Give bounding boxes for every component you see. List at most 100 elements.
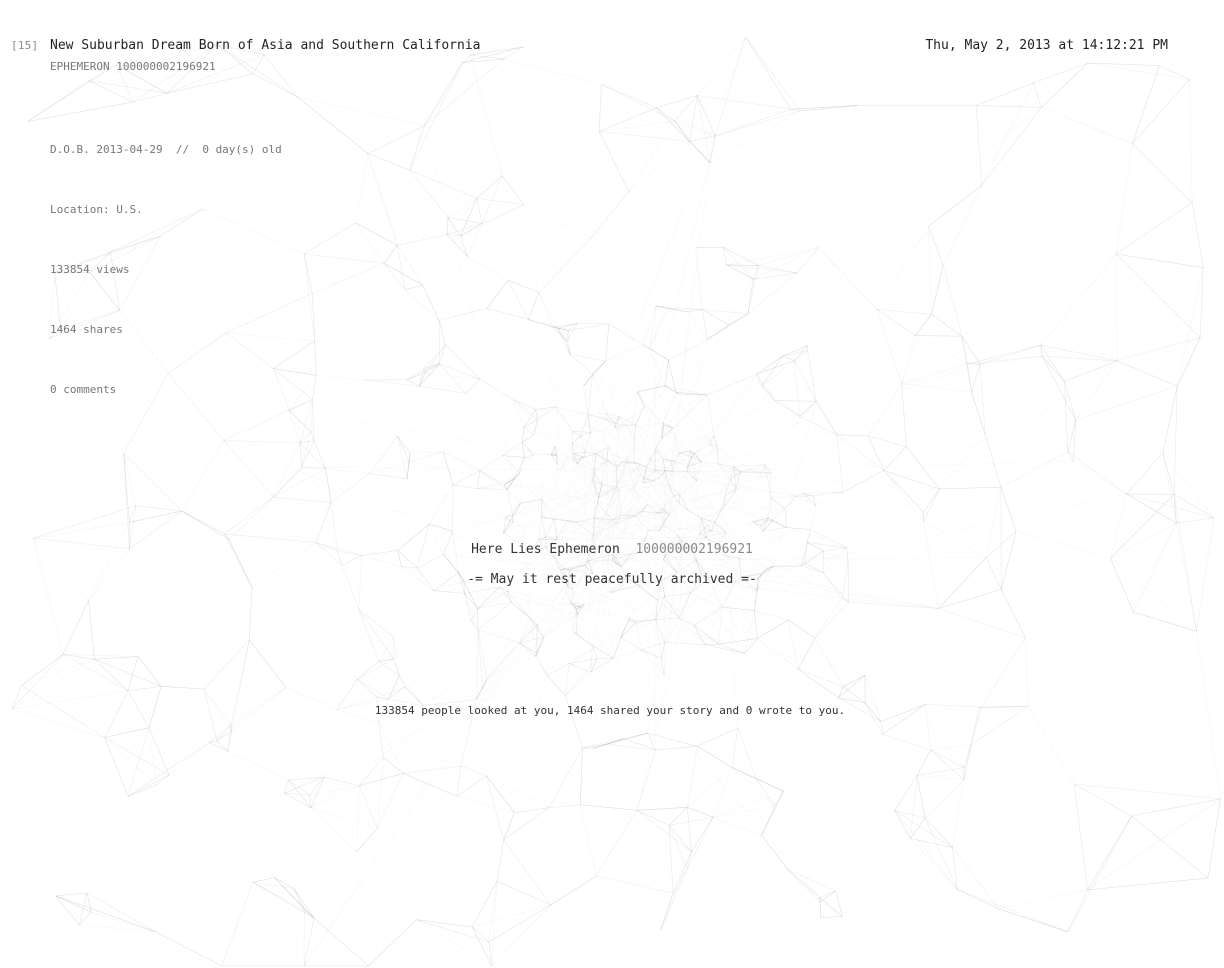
network-edge bbox=[416, 919, 489, 943]
network-edge bbox=[423, 699, 477, 706]
network-edge bbox=[967, 363, 972, 393]
epitaph-id: 100000002196921 bbox=[635, 542, 753, 557]
network-edge bbox=[806, 529, 811, 543]
network-edge bbox=[553, 466, 735, 557]
network-edge bbox=[655, 619, 665, 643]
network-edge bbox=[127, 427, 674, 797]
network-edge bbox=[923, 488, 940, 523]
network-edge bbox=[94, 656, 138, 660]
network-edge bbox=[1041, 107, 1133, 144]
network-edge bbox=[799, 401, 817, 417]
network-edge bbox=[687, 807, 692, 852]
epitaph-summary: 133854 people looked at you, 1464 shared… bbox=[374, 704, 846, 717]
network-edge bbox=[263, 54, 298, 98]
network-edge bbox=[273, 340, 315, 369]
network-edge bbox=[708, 565, 774, 579]
network-edge bbox=[691, 453, 695, 458]
network-edge bbox=[227, 724, 232, 752]
network-edge bbox=[663, 555, 666, 560]
network-edge bbox=[504, 478, 515, 485]
network-edge bbox=[453, 484, 478, 489]
network-edge bbox=[181, 510, 225, 535]
network-edge bbox=[730, 471, 741, 480]
network-edge bbox=[689, 95, 698, 142]
network-edge bbox=[514, 472, 521, 479]
network-edge bbox=[443, 531, 453, 555]
network-edge bbox=[642, 344, 650, 349]
network-edge bbox=[694, 444, 710, 454]
network-edge bbox=[679, 452, 692, 458]
network-edge bbox=[731, 767, 775, 807]
network-edge bbox=[668, 825, 674, 893]
network-edge bbox=[637, 391, 645, 407]
network-edge bbox=[611, 519, 617, 524]
network-edge bbox=[819, 890, 836, 898]
network-edge bbox=[471, 926, 493, 967]
network-edge bbox=[916, 749, 931, 776]
network-edge bbox=[221, 882, 254, 967]
network-edge bbox=[471, 926, 493, 967]
network-edge bbox=[166, 73, 254, 94]
network-edge bbox=[691, 817, 714, 852]
network-edge bbox=[689, 450, 702, 463]
network-edge bbox=[807, 542, 847, 549]
network-edge bbox=[1189, 79, 1193, 203]
network-edge bbox=[512, 503, 521, 515]
network-edge bbox=[129, 505, 137, 523]
network-edge bbox=[592, 645, 598, 659]
network-edge bbox=[798, 637, 815, 670]
network-edge bbox=[464, 593, 478, 609]
network-edge bbox=[606, 732, 648, 745]
network-edge bbox=[506, 478, 515, 490]
network-edge bbox=[880, 704, 926, 722]
network-edge bbox=[938, 589, 1002, 609]
network-edge bbox=[580, 432, 591, 437]
network-edge bbox=[452, 337, 1201, 532]
network-edge bbox=[460, 204, 525, 237]
network-edge bbox=[551, 454, 558, 465]
network-edge bbox=[915, 314, 932, 336]
network-edge bbox=[598, 107, 657, 132]
network-edge bbox=[252, 881, 294, 889]
network-edge bbox=[601, 484, 617, 488]
network-edge bbox=[127, 690, 150, 728]
network-edge bbox=[649, 348, 666, 386]
network-edge bbox=[678, 502, 688, 511]
network-edge bbox=[806, 542, 824, 552]
network-edge bbox=[794, 345, 808, 361]
network-edge bbox=[656, 508, 663, 514]
network-edge bbox=[836, 434, 844, 493]
network-edge bbox=[701, 309, 729, 326]
network-edge bbox=[687, 461, 702, 468]
network-edge bbox=[664, 470, 673, 472]
network-edge bbox=[559, 569, 569, 588]
network-edge bbox=[616, 552, 639, 565]
network-edge bbox=[687, 456, 692, 467]
network-edge bbox=[503, 522, 513, 534]
network-edge bbox=[709, 135, 716, 163]
network-edge bbox=[203, 208, 305, 255]
network-edge bbox=[626, 424, 636, 426]
network-edge bbox=[403, 765, 462, 774]
network-edge bbox=[714, 522, 726, 533]
network-edge bbox=[563, 568, 569, 587]
network-edge bbox=[181, 510, 230, 540]
network-edge bbox=[823, 547, 847, 552]
network-edge bbox=[595, 453, 763, 473]
network-edge bbox=[301, 466, 326, 469]
network-edge bbox=[477, 478, 515, 489]
network-edge bbox=[961, 336, 972, 393]
network-edge bbox=[799, 105, 858, 112]
network-edge bbox=[580, 804, 597, 877]
network-edge bbox=[135, 505, 182, 512]
network-edge bbox=[633, 461, 640, 465]
network-edge bbox=[815, 401, 838, 435]
network-edge bbox=[819, 897, 843, 917]
network-edge bbox=[691, 546, 702, 575]
network-edge bbox=[482, 504, 648, 689]
network-edge bbox=[48, 310, 120, 339]
network-edge bbox=[537, 419, 547, 548]
network-edge bbox=[557, 328, 571, 355]
network-edge bbox=[378, 722, 384, 758]
network-edge bbox=[611, 515, 621, 521]
